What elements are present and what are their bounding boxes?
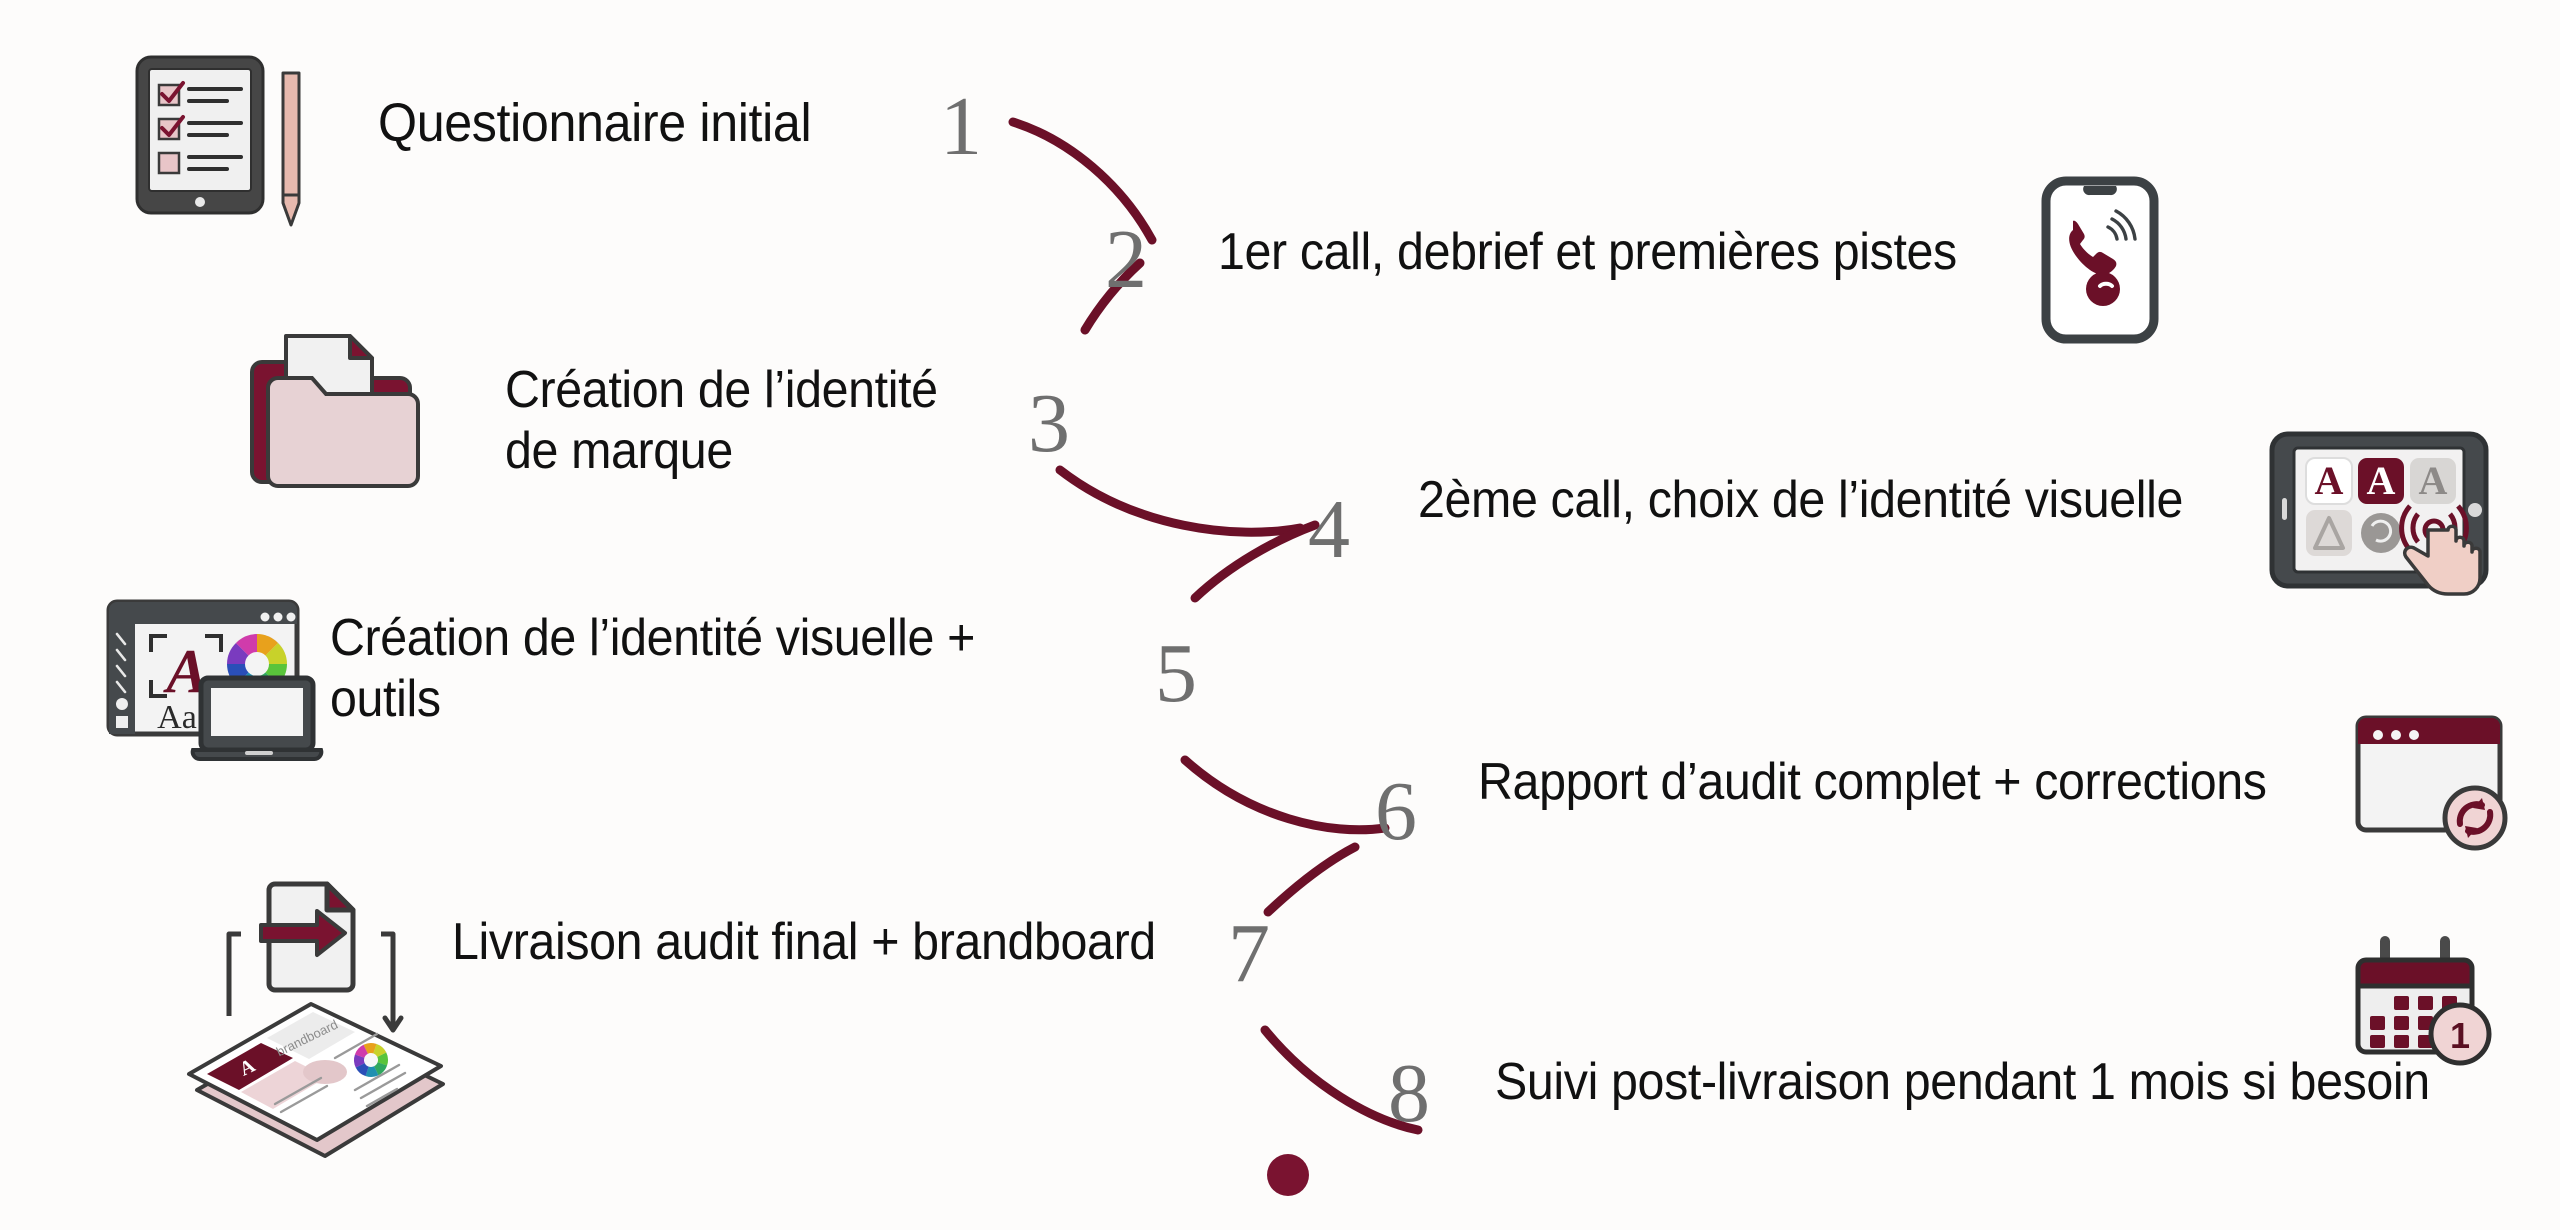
step-number-2: 2 — [1105, 213, 1147, 306]
step-label-2: 1er call, debrief et premières pistes — [1218, 223, 1957, 281]
step-label-1: Questionnaire initial — [378, 93, 812, 153]
step-label-4: 2ème call, choix de l’identité visuelle — [1418, 471, 2184, 529]
tablet-logo-picker-icon: A A A — [2268, 430, 2490, 596]
folder-document-icon — [248, 322, 428, 497]
svg-text:A: A — [2315, 458, 2344, 503]
step-number-4: 4 — [1308, 483, 1350, 576]
browser-refresh-icon — [2352, 712, 2512, 852]
step-label-6: Rapport d’audit complet + corrections — [1478, 753, 2267, 811]
step-label-3: Création de l’identité de marque — [505, 361, 938, 481]
svg-text:A: A — [2367, 458, 2396, 503]
design-app-laptop-icon: A Aa — [105, 592, 324, 762]
end-dot — [1267, 1154, 1309, 1196]
calendar-badge: 1 — [2450, 1015, 2470, 1056]
svg-text:Aa: Aa — [157, 699, 197, 736]
step-label-5: Création de l’identité visuelle + outils — [330, 609, 976, 729]
tablet-checklist-icon — [125, 45, 315, 227]
step-label-8: Suivi post-livraison pendant 1 mois si b… — [1495, 1053, 2430, 1111]
calendar-one-month-icon: 1 — [2352, 930, 2502, 1070]
ringing-phone-icon — [2040, 175, 2160, 345]
step-label-7: Livraison audit final + brandboard — [452, 913, 1156, 971]
svg-text:A: A — [2419, 458, 2448, 503]
step-number-5: 5 — [1155, 627, 1197, 720]
export-brandboard-icon: A brandboard — [175, 862, 475, 1172]
step-number-1: 1 — [940, 80, 982, 173]
step-number-8: 8 — [1388, 1047, 1430, 1140]
step-number-6: 6 — [1375, 765, 1417, 858]
step-number-3: 3 — [1028, 377, 1070, 470]
step-number-7: 7 — [1228, 907, 1270, 1000]
